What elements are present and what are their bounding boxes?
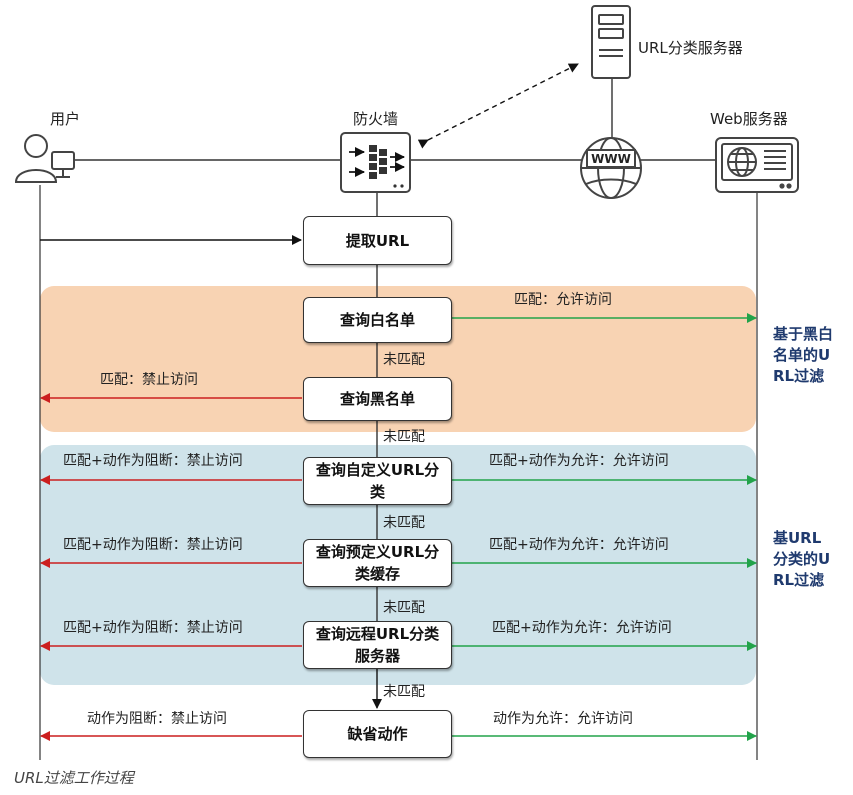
remote-deny-label: 匹配+动作为阻断：禁止访问: [63, 620, 243, 636]
not-matched-label: 未匹配: [383, 352, 425, 368]
step-whitelist: 查询白名单: [303, 297, 452, 343]
custom-allow-label: 匹配+动作为允许：允许访问: [489, 453, 669, 469]
whitelist-allow-label: 匹配：允许访问: [514, 292, 612, 308]
not-matched-label: 未匹配: [383, 684, 425, 700]
url-server-icon: [591, 5, 631, 79]
blacklist-deny-label: 匹配：禁止访问: [100, 372, 198, 388]
web-server-label: Web服务器: [710, 110, 788, 128]
default-allow-label: 动作为允许：允许访问: [493, 711, 633, 727]
step-blacklist: 查询黑名单: [303, 377, 452, 421]
step-predefined-cache: 查询预定义URL分类缓存: [303, 539, 452, 587]
web-server-icon: [715, 137, 799, 193]
step-custom-category: 查询自定义URL分类: [303, 457, 452, 505]
step-extract-url: 提取URL: [303, 216, 452, 265]
remote-allow-label: 匹配+动作为允许：允许访问: [492, 620, 672, 636]
step-remote-server: 查询远程URL分类服务器: [303, 621, 452, 669]
dashed-query-arrow: [417, 63, 579, 149]
cache-deny-label: 匹配+动作为阻断：禁止访问: [63, 537, 243, 553]
default-deny-label: 动作为阻断：禁止访问: [87, 711, 227, 727]
user-label: 用户: [50, 110, 81, 128]
www-label: WWW: [591, 152, 631, 166]
figure-caption: URL过滤工作过程: [14, 769, 134, 787]
category-filter-group-label: 基URL分类的URL过滤: [773, 529, 831, 589]
cache-allow-label: 匹配+动作为允许：允许访问: [489, 537, 669, 553]
user-icon: [14, 134, 75, 183]
firewall-label: 防火墙: [353, 110, 399, 128]
not-matched-label: 未匹配: [383, 515, 425, 531]
not-matched-label: 未匹配: [383, 429, 425, 445]
step-default-action: 缺省动作: [303, 710, 452, 758]
custom-deny-label: 匹配+动作为阻断：禁止访问: [63, 453, 243, 469]
www-globe-icon: [580, 137, 642, 199]
list-filter-group-label: 基于黑白名单的URL过滤: [773, 325, 834, 385]
firewall-icon: [340, 132, 411, 193]
url-server-label: URL分类服务器: [638, 39, 743, 57]
not-matched-label: 未匹配: [383, 600, 425, 616]
